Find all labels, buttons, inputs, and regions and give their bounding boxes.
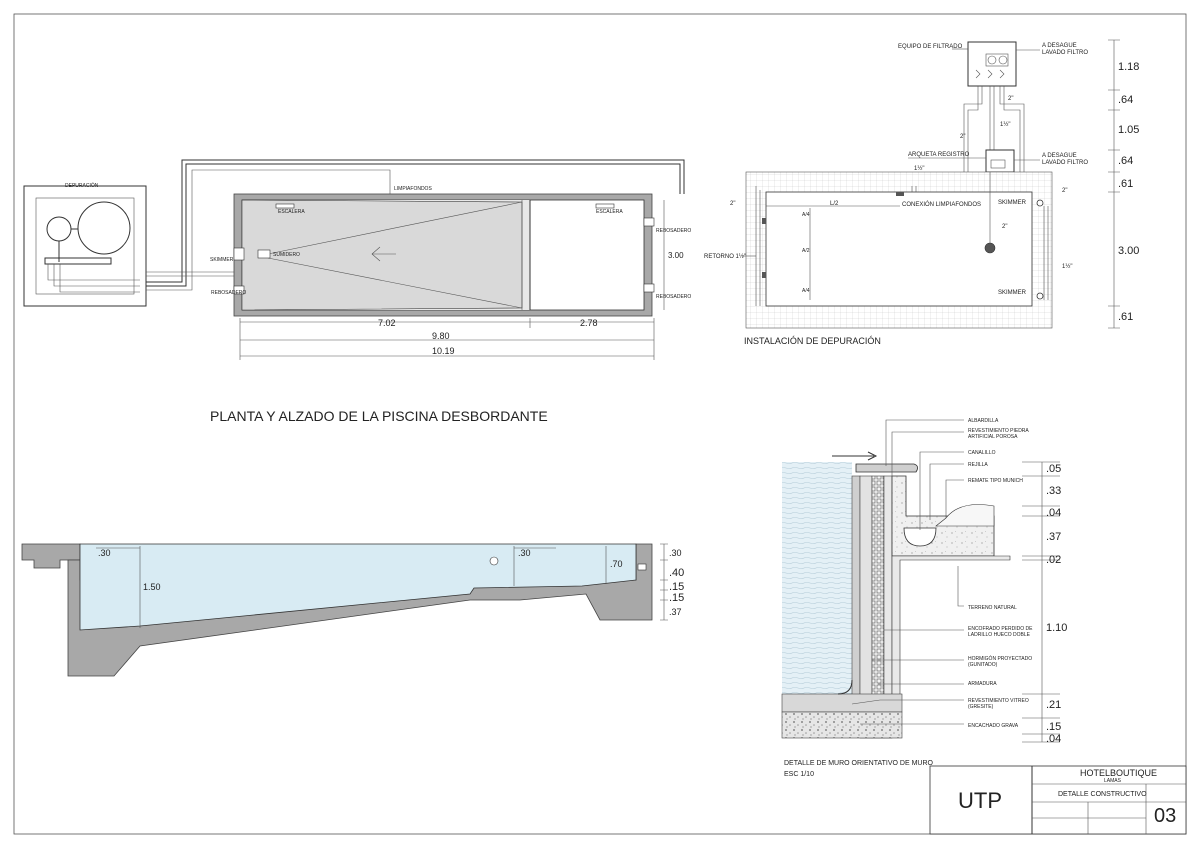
label-rebosadero-right-1: REBOSADERO — [656, 228, 691, 234]
label-conexion-limpiafondos: CONEXIÓN LIMPIAFONDOS — [902, 201, 981, 208]
label-pipe-2in-right: 2" — [1062, 188, 1067, 194]
label-desague-1: A DESAGUE — [1042, 43, 1077, 49]
label-skimmer: SKIMMER — [210, 257, 234, 263]
detail-label-5: REMATE TIPO MUNICH — [968, 478, 1023, 484]
label-pipe-2in-top: 2" — [1008, 96, 1013, 102]
detail-dim-3: .37 — [1046, 531, 1061, 543]
dim-9-80: 9.80 — [432, 331, 450, 341]
dim-width: 3.00 — [668, 251, 684, 260]
dim-sec-r2: .40 — [669, 567, 684, 579]
label-desague-2: A DESAGUE — [1042, 153, 1077, 159]
label-depuracion: DEPURACIÓN — [65, 182, 99, 189]
detail-label-11: ARMADURA — [968, 681, 997, 687]
detail-dim-2: .04 — [1046, 507, 1061, 519]
label-skimmer-2: SKIMMER — [998, 290, 1027, 296]
label-l2: L/2 — [830, 201, 839, 207]
titleblock-sub: LAMAS — [1104, 778, 1122, 784]
label-pipe-112-right: 1½" — [1062, 263, 1072, 270]
title-block: UTP HOTELBOUTIQUE LAMAS DETALLE CONSTRUC… — [929, 765, 1187, 835]
label-rebosadero-right-2: REBOSADERO — [656, 294, 691, 300]
pool-section: .30 1.50 .30 .70 .30 .40 .15 .15 .37 — [21, 543, 684, 677]
label-skimmer-1: SKIMMER — [998, 200, 1027, 206]
filtration-installation: EQUIPO DE FILTRADO A DESAGUE LAVADO FILT… — [704, 39, 1139, 329]
dim-sec-r4: .15 — [669, 592, 684, 604]
label-retorno: RETORNO 1½" — [704, 253, 746, 260]
detail-dim-1: .33 — [1046, 485, 1061, 497]
label-lavado-2: LAVADO FILTRO — [1042, 160, 1088, 166]
dim-dep-4: .64 — [1118, 155, 1133, 167]
dim-sec-r3: .15 — [669, 581, 684, 593]
detail-label-14: ENCACHADO GRAVA — [968, 723, 1019, 729]
pool-plan: DEPURACIÓN LIMPIAFONDOS ESC — [23, 159, 691, 360]
detail-label-10: (GUNITADO) — [968, 662, 998, 668]
label-sumidero: SUMIDERO — [273, 252, 300, 258]
label-equipo-filtrado: EQUIPO DE FILTRADO — [898, 44, 963, 50]
label-a4-top: A/4 — [802, 212, 810, 218]
dim-dep-2: .64 — [1118, 94, 1133, 106]
plan-title: PLANTA Y ALZADO DE LA PISCINA DESBORDANT… — [210, 408, 548, 424]
titleblock-sheet-title: DETALLE CONSTRUCTIVO — [1058, 791, 1147, 798]
detail-label-7: ENCOFRADO PERDIDO DE — [968, 626, 1033, 632]
dim-sec-r1: .30 — [669, 548, 682, 558]
detail-label-6: TERRENO NATURAL — [968, 605, 1017, 611]
titleblock-logo: UTP — [958, 788, 1002, 813]
detail-dim-7: .15 — [1046, 721, 1061, 733]
detail-dim-8: .04 — [1046, 733, 1061, 745]
detail-dim-0: .05 — [1046, 463, 1061, 475]
titleblock-project: HOTELBOUTIQUE — [1080, 768, 1157, 778]
wall-detail: ALBARDILLA REVESTIMIENTO PIEDRA ARTIFICI… — [781, 418, 1067, 745]
detail-label-13: (GRESITE) — [968, 704, 994, 710]
detail-dim-5: 1.10 — [1046, 622, 1067, 634]
label-rebosadero-left: REBOSADERO — [211, 290, 246, 296]
dim-dep-3: 1.05 — [1118, 124, 1139, 136]
detail-label-2: ARTIFICIAL POROSA — [968, 434, 1018, 440]
label-pipe-2in-left: 2" — [730, 201, 735, 207]
dim-7-02: 7.02 — [378, 318, 396, 328]
label-limpiafondos: LIMPIAFONDOS — [394, 186, 432, 192]
depuracion-title: INSTALACIÓN DE DEPURACIÓN — [744, 336, 881, 346]
label-lavado-1: LAVADO FILTRO — [1042, 50, 1088, 56]
dim-sec-top2: .30 — [518, 548, 531, 558]
detail-title: DETALLE DE MURO ORIENTATIVO DE MURO — [784, 760, 934, 767]
detail-label-8: LADRILLO HUECO DOBLE — [968, 632, 1031, 638]
dim-dep-6: 3.00 — [1118, 245, 1139, 257]
detail-label-0: ALBARDILLA — [968, 418, 999, 424]
dim-10-19: 10.19 — [432, 346, 455, 356]
dim-dep-5: .61 — [1118, 178, 1133, 190]
detail-label-9: HORMIGÓN PROYECTADO — [968, 655, 1032, 662]
dim-sec-shallow: .70 — [610, 559, 623, 569]
detail-label-1: REVESTIMIENTO PIEDRA — [968, 428, 1029, 434]
dim-dep-1: 1.18 — [1118, 61, 1139, 73]
label-a4-bottom: A/4 — [802, 288, 810, 294]
detail-label-12: REVESTIMIENTO VITREO — [968, 698, 1029, 704]
dim-sec-r5: .37 — [669, 607, 682, 617]
label-a2: A/2 — [802, 248, 810, 254]
detail-dim-6: .21 — [1046, 699, 1061, 711]
dim-dep-7: .61 — [1118, 311, 1133, 323]
label-arqueta: ARQUETA REGISTRO — [908, 152, 970, 158]
dim-2-78: 2.78 — [580, 318, 598, 328]
label-escalera-2: ESCALERA — [596, 209, 623, 215]
label-pipe-112-top: 1½" — [1000, 121, 1010, 128]
detail-label-4: REJILLA — [968, 462, 988, 468]
detail-scale: ESC 1/10 — [784, 771, 814, 778]
label-pipe-2in-inner: 2" — [1002, 224, 1007, 230]
detail-dim-4: .02 — [1046, 554, 1061, 566]
label-pipe-2in-mid: 2" — [960, 134, 965, 140]
label-escalera-1: ESCALERA — [278, 209, 305, 215]
label-pipe-112-mid: 1½" — [914, 165, 924, 172]
titleblock-sheet-number: 03 — [1154, 805, 1176, 827]
detail-label-3: CANALILLO — [968, 450, 996, 456]
dim-sec-depth: 1.50 — [143, 582, 161, 592]
dim-sec-top1: .30 — [98, 548, 111, 558]
